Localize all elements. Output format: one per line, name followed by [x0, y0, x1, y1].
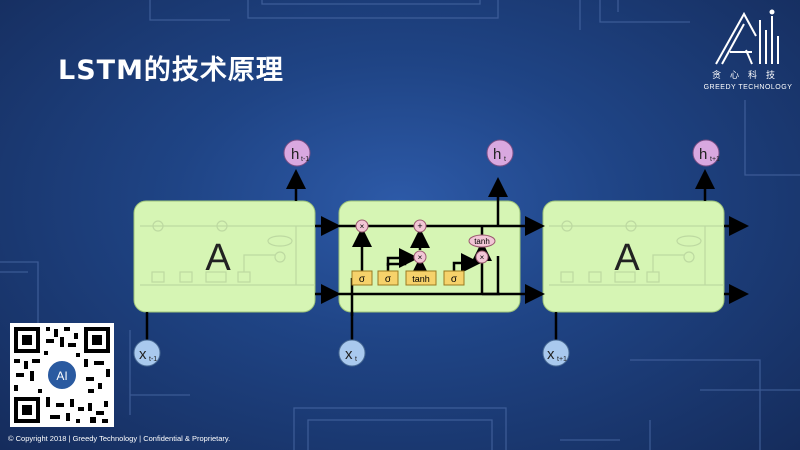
qr-code: AI: [10, 323, 114, 427]
output-h-next-sub: t+1: [710, 156, 720, 163]
lstm-cell-next: A: [542, 200, 725, 313]
cell-label-previous: A: [205, 237, 231, 279]
slide-title: LSTM的技术原理: [58, 55, 284, 86]
pointwise-ops: × + × × tanh: [355, 219, 496, 264]
greedy-technology-logo: [715, 9, 779, 65]
logo-chinese-name: 贪心科技: [711, 71, 784, 81]
lstm-cell-previous: A: [133, 200, 316, 313]
output-nodes: h t-1 h t h t+1: [283, 139, 720, 167]
qr-center-mark: AI: [56, 369, 67, 383]
lstm-cell-current: [338, 200, 521, 313]
input-nodes: x t-1 x t x t+1: [133, 339, 570, 367]
multiply-op-input: ×: [418, 253, 423, 262]
input-x-current-sub: t: [355, 356, 357, 363]
output-h-prev-sub: t-1: [301, 156, 309, 163]
input-x-prev: x: [139, 346, 147, 363]
input-x-prev-sub: t-1: [149, 356, 157, 363]
tanh-op: tanh: [474, 237, 490, 246]
candidate-gate-label: tanh: [412, 274, 430, 284]
cell-label-next: A: [614, 237, 640, 279]
output-h-current: h: [493, 146, 501, 163]
input-gate-label: σ: [385, 274, 392, 285]
copyright-footer: © Copyright 2018 | Greedy Technology | C…: [8, 434, 231, 443]
forget-gate-label: σ: [359, 274, 366, 285]
logo-text: 贪心科技 GREEDY TECHNOLOGY: [700, 68, 796, 91]
gate-layers: σ σ tanh σ: [351, 270, 465, 286]
multiply-op-output: ×: [480, 253, 485, 262]
output-h-current-sub: t: [504, 156, 506, 163]
input-x-next-sub: t+1: [557, 356, 567, 363]
output-h-next: h: [699, 146, 707, 163]
output-h-prev: h: [291, 146, 299, 163]
input-x-current: x: [345, 346, 353, 363]
output-gate-label: σ: [451, 274, 458, 285]
logo-english-name: GREEDY TECHNOLOGY: [703, 84, 793, 91]
input-x-next: x: [547, 346, 555, 363]
multiply-op-forget: ×: [360, 222, 365, 231]
add-op: +: [417, 221, 422, 231]
